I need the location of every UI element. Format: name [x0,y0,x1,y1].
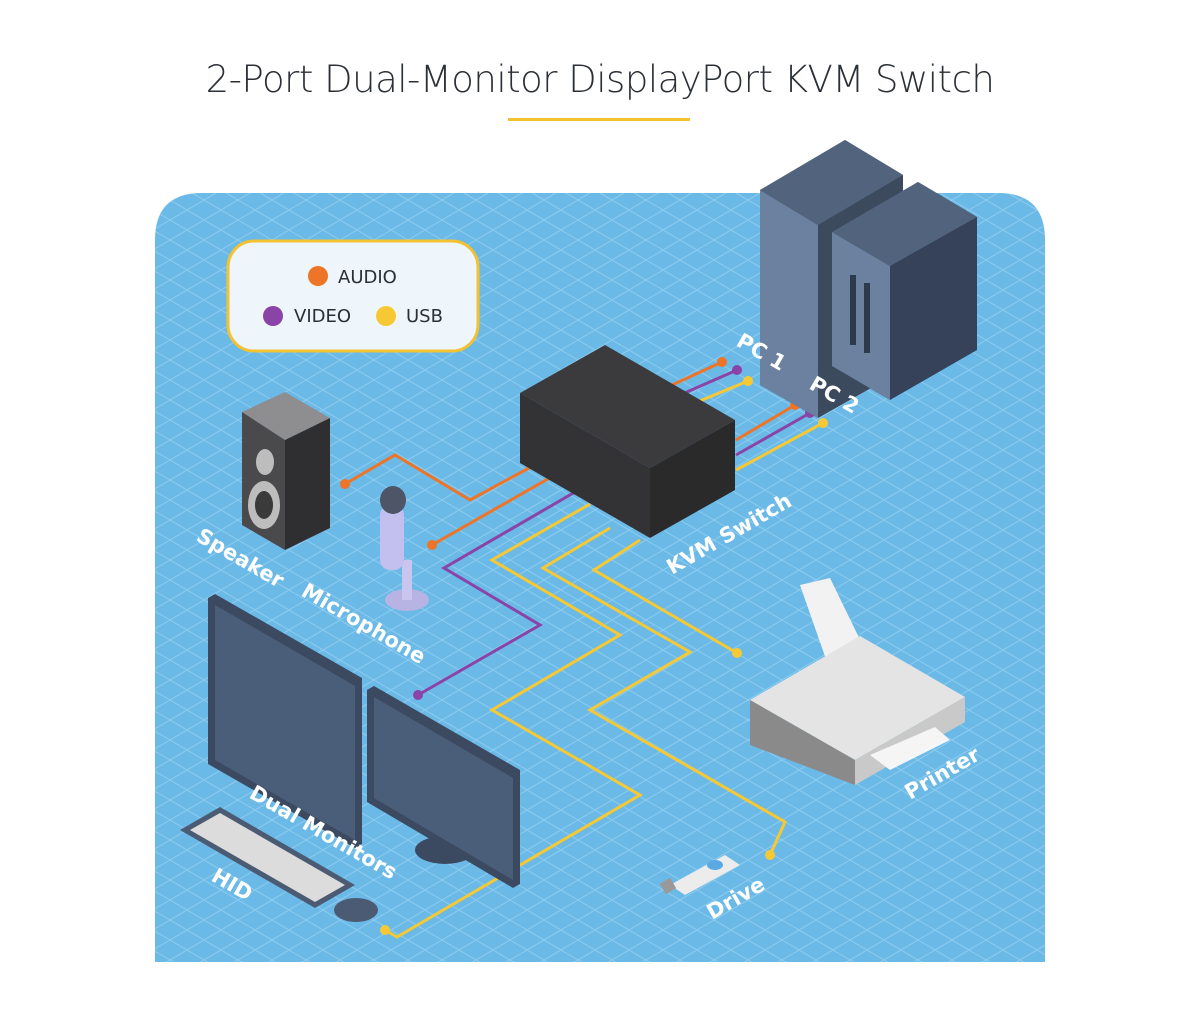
pc1-audio [671,360,723,387]
legend: AUDIO VIDEO USB [226,239,480,353]
video-cable-monitors [417,490,576,697]
speaker-icon [242,392,330,550]
legend-video: VIDEO [294,306,351,327]
pc1-video [679,368,738,397]
mouse-icon [334,898,378,922]
pc2-audio [735,403,796,442]
title-underline [508,118,690,121]
usb-cable-drive [540,526,787,856]
usb-cable-hid [384,502,643,939]
pc2-video [735,411,811,457]
legend-audio-dot [308,266,328,286]
legend-video-dot [263,306,283,326]
microphone-icon [380,486,429,611]
page-title: 2-Port Dual-Monitor DisplayPort KVM Swit… [205,58,995,101]
cables [344,360,824,939]
legend-audio: AUDIO [338,267,397,288]
audio-cable-speaker [344,453,541,502]
printer-icon [750,578,965,785]
monitor-right-icon [367,686,520,888]
legend-usb: USB [406,306,443,327]
monitor-left-icon [208,594,362,848]
usb-cable-printer [591,538,738,655]
audio-cable-mic [431,470,561,547]
keyboard-icon [180,807,355,908]
usb-drive-icon [659,855,740,895]
legend-usb-dot [376,306,396,326]
cable-endpoints [340,357,828,935]
kvm-switch-icon [520,345,735,538]
pc2-tower-icon [832,182,977,400]
pc2-usb [735,421,824,472]
